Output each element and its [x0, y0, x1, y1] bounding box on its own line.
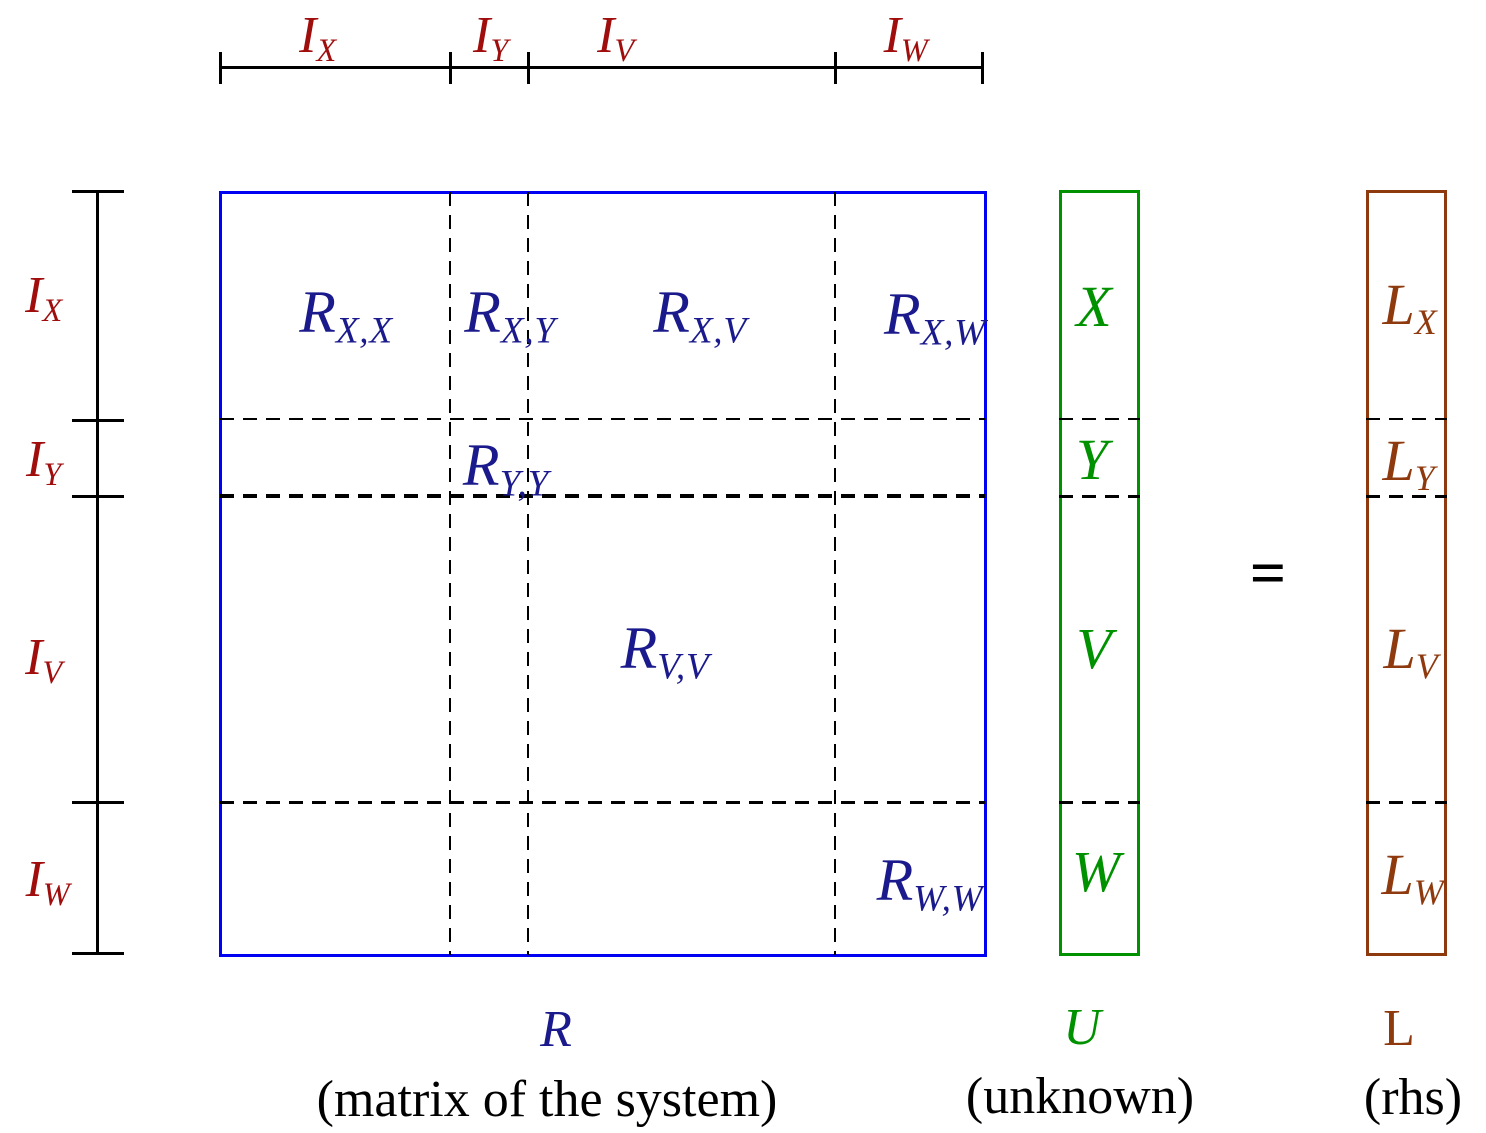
matrix-block-rww: RW,W	[876, 847, 984, 920]
unknown-entry-x: X	[1076, 274, 1112, 339]
left-ruler-label-iv: IV	[25, 629, 63, 691]
rhs-symbol-caption: L	[1383, 1000, 1415, 1057]
rhs-entry-lv: LV	[1383, 616, 1439, 687]
matrix-col-divider-2	[527, 192, 529, 955]
matrix-block-rxx: RX,X	[299, 279, 393, 352]
unknown-row-divider-1	[1059, 418, 1140, 420]
left-ruler-label-ix: IX	[25, 267, 63, 329]
rhs-vector-box	[1366, 190, 1447, 956]
matrix-block-rxy: RX,Y	[464, 279, 556, 352]
unknown-symbol-caption: U	[1063, 999, 1101, 1056]
rhs-entry-ly: LY	[1382, 428, 1436, 499]
top-ruler-tick-4	[981, 52, 984, 84]
unknown-entry-w: W	[1071, 839, 1121, 904]
top-ruler-tick-1	[449, 52, 452, 84]
left-ruler-label-iy: IY	[26, 431, 62, 493]
top-ruler-tick-2	[527, 52, 530, 84]
unknown-row-divider-3	[1059, 801, 1140, 804]
left-ruler-label-iw: IW	[25, 851, 71, 913]
left-ruler-tick-3	[72, 801, 124, 804]
matrix-symbol-caption: R	[540, 1001, 572, 1058]
unknown-entry-v: V	[1076, 616, 1112, 681]
matrix-col-divider-3	[834, 192, 836, 955]
unknown-vector-box	[1059, 190, 1140, 956]
rhs-caption: (rhs)	[1363, 1069, 1463, 1126]
matrix-caption: (matrix of the system)	[316, 1071, 778, 1128]
unknown-entry-y: Y	[1075, 427, 1109, 492]
left-ruler-tick-1	[72, 419, 124, 422]
matrix-box	[219, 191, 987, 957]
rhs-row-divider-2	[1366, 495, 1447, 498]
top-ruler-label-ix: IX	[299, 7, 337, 69]
matrix-row-divider-2	[220, 494, 985, 498]
matrix-block-rxv: RX,V	[653, 279, 747, 352]
left-ruler-tick-2	[72, 495, 124, 498]
rhs-row-divider-1	[1366, 418, 1447, 420]
unknown-caption: (unknown)	[965, 1068, 1195, 1125]
top-ruler-label-iv: IV	[597, 7, 635, 69]
matrix-row-divider-1	[220, 418, 985, 420]
matrix-block-rxw: RX,W	[884, 281, 986, 354]
matrix-block-ryy: RY,Y	[462, 432, 550, 505]
top-ruler-tick-3	[834, 52, 837, 84]
matrix-row-divider-3	[220, 801, 985, 804]
equals-sign: =	[1249, 537, 1287, 608]
matrix-col-divider-1	[449, 192, 451, 955]
top-ruler-line	[220, 66, 984, 69]
top-ruler-label-iw: IW	[883, 7, 929, 69]
left-ruler-tick-4	[72, 952, 124, 955]
unknown-row-divider-2	[1059, 495, 1140, 498]
left-ruler-tick-0	[72, 190, 124, 193]
rhs-entry-lw: LW	[1381, 842, 1445, 913]
rhs-row-divider-3	[1366, 801, 1447, 804]
left-ruler-line	[96, 190, 99, 955]
top-ruler-tick-0	[219, 52, 222, 84]
rhs-entry-lx: LX	[1382, 272, 1438, 343]
matrix-block-rvv: RV,V	[620, 615, 710, 688]
top-ruler-label-iy: IY	[473, 7, 509, 69]
